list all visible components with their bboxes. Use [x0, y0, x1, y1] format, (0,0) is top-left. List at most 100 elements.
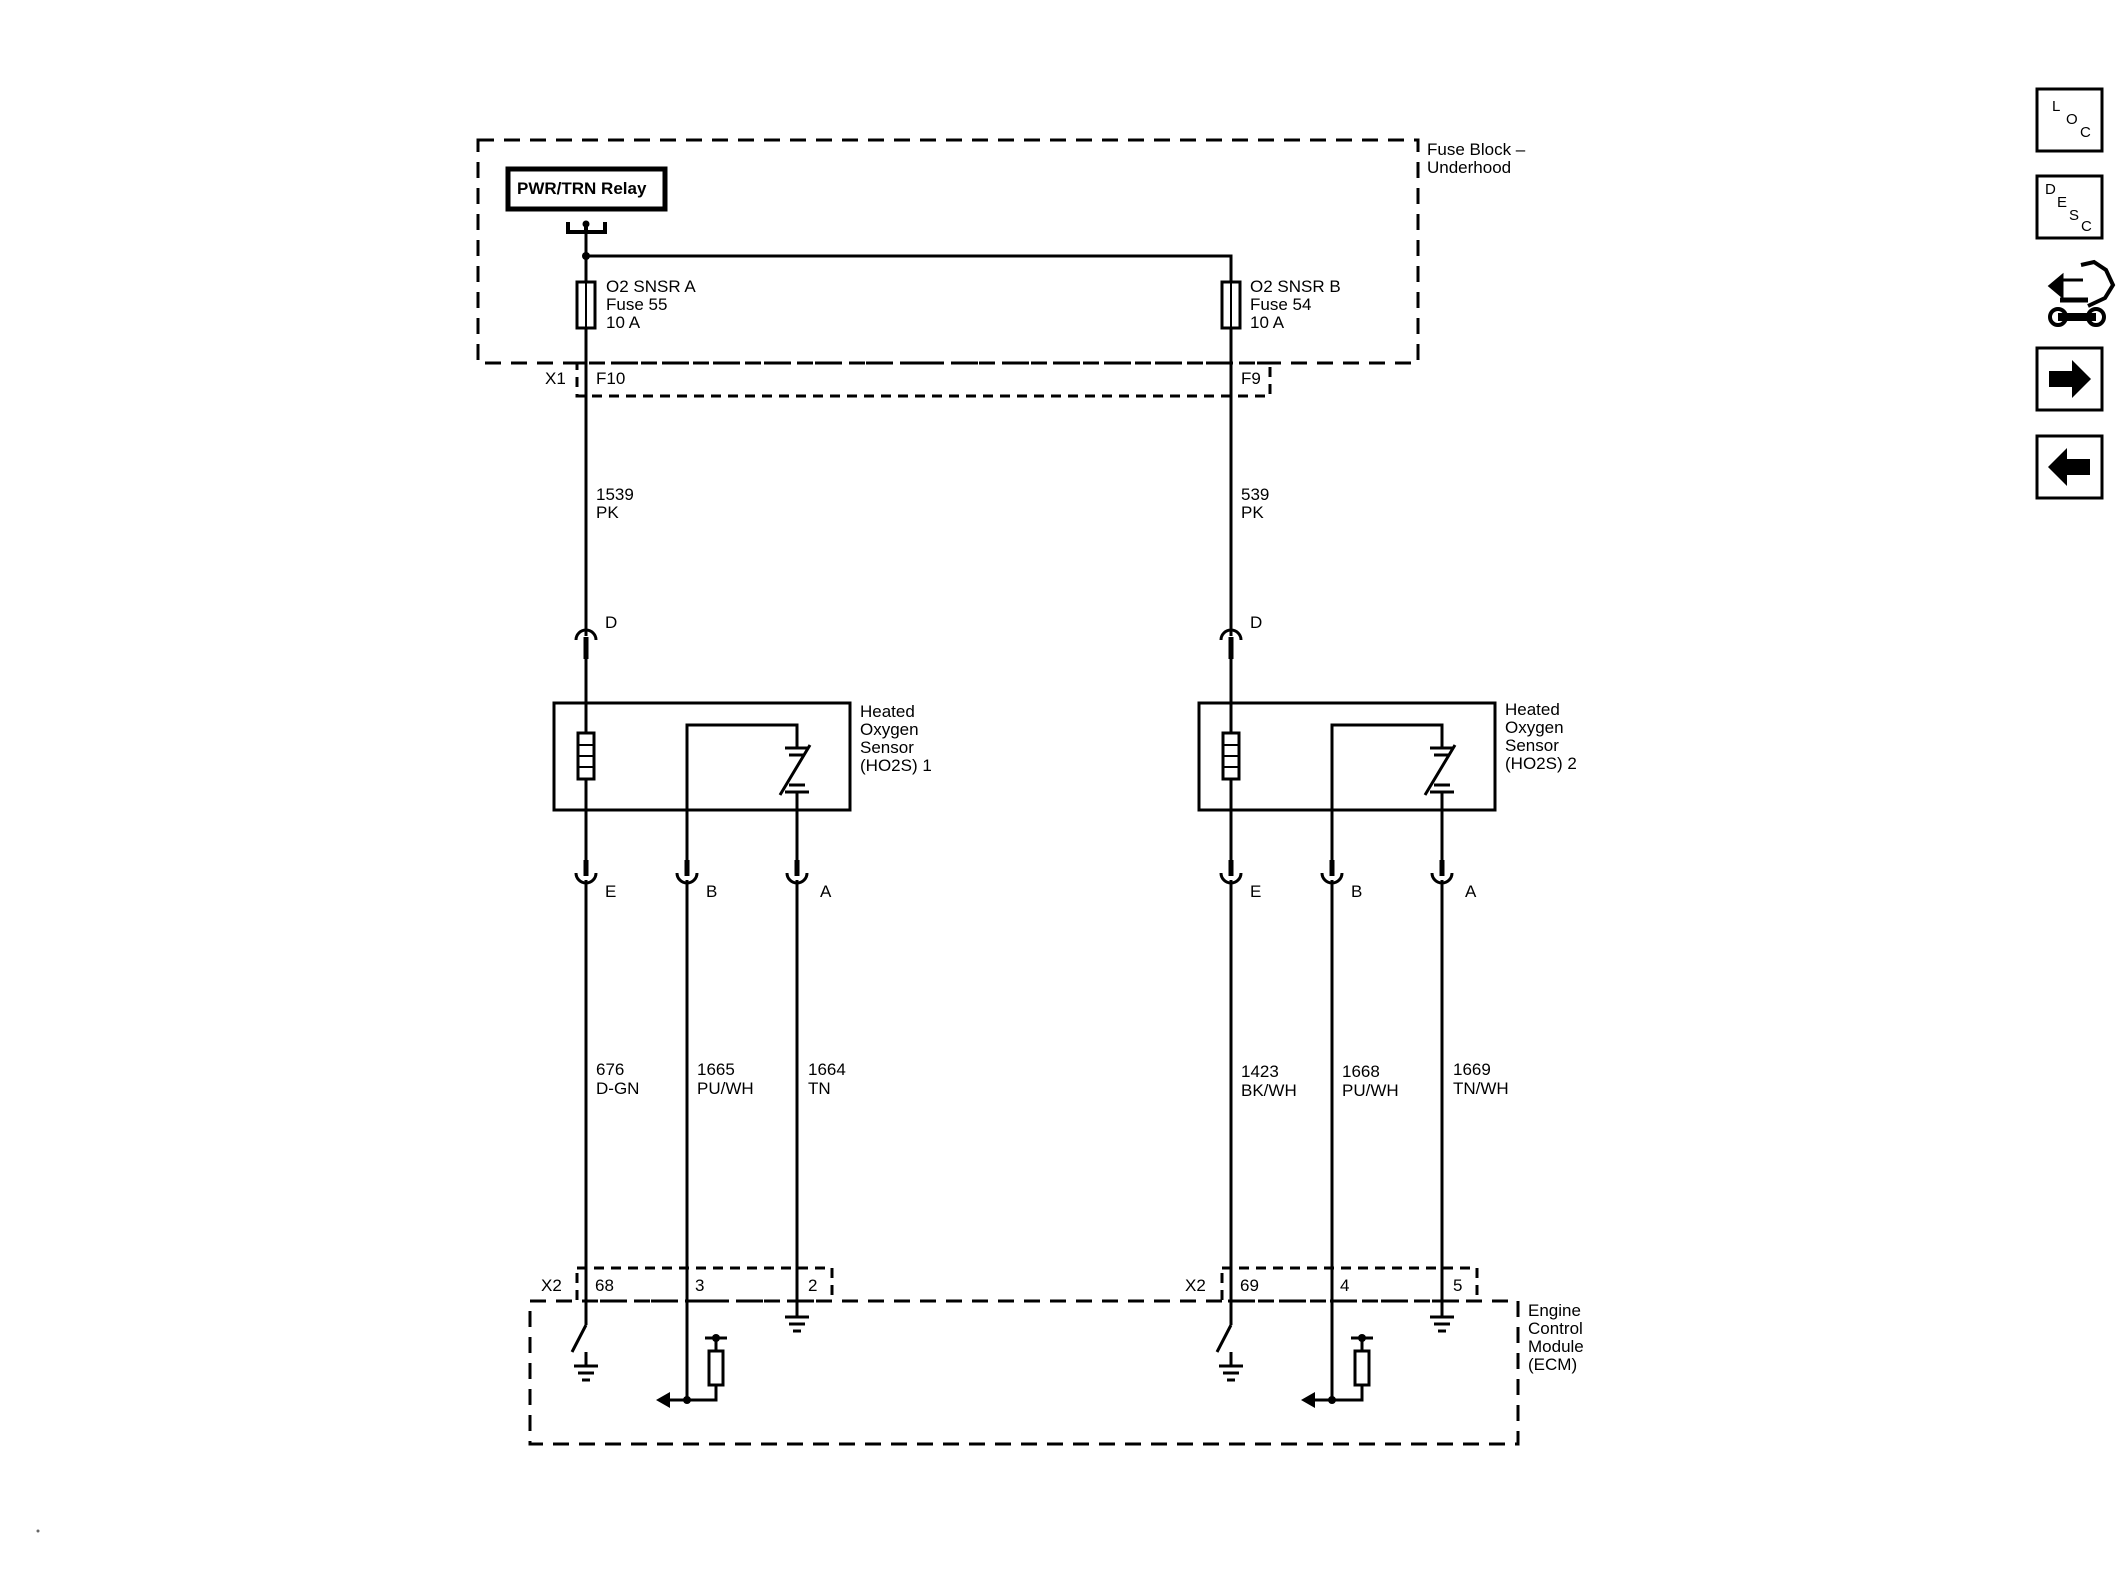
sensor1-pin-b: B: [706, 882, 717, 901]
ecm-left-pin-1: 68: [595, 1276, 614, 1295]
power-bus-wire: [584, 232, 1233, 282]
svg-text:C: C: [2080, 124, 2091, 141]
fuse-a-number: Fuse 55: [606, 295, 667, 314]
fuse-b-rating: 10 A: [1250, 313, 1285, 332]
wire-1665-circuit: 1665: [697, 1060, 735, 1079]
sensor1-element-icon: [778, 744, 812, 796]
ecm-right-ground-icon: [1219, 1364, 1243, 1382]
wire-539-color: PK: [1241, 503, 1264, 522]
sensor1-lower-connectors: [574, 860, 809, 885]
wire-1664-circuit: 1664: [808, 1060, 846, 1079]
sensor2-name-4: (HO2S) 2: [1505, 754, 1577, 773]
sensor2-name-2: Oxygen: [1505, 718, 1564, 737]
wire-676-color: D-GN: [596, 1079, 639, 1098]
sensor2-lower-connectors: [1219, 860, 1454, 885]
svg-text:O: O: [2066, 111, 2078, 128]
sensor2-element-wire: [1330, 723, 1444, 865]
connector-d-sensor2-icon: [1219, 628, 1243, 641]
ecm-right-arrow-icon: [1301, 1392, 1315, 1408]
wire-539-circuit: 539: [1241, 485, 1269, 504]
wire-676-circuit: 676: [596, 1060, 624, 1079]
wire-1539-circuit: 1539: [596, 485, 634, 504]
x2-connector-left-label: X2: [541, 1276, 562, 1295]
ecm-left-switch-icon: [570, 1324, 588, 1366]
ecm-name-2: Control: [1528, 1319, 1583, 1338]
x2-connector-right-outline: [1220, 1266, 1479, 1303]
fuse-block-title-2: Underhood: [1427, 158, 1511, 177]
ecm-right-switch-icon: [1215, 1324, 1233, 1366]
wire-1664-color: TN: [808, 1079, 831, 1098]
pwr-trn-relay-box: [505, 166, 668, 212]
ecm-right-resistor-icon: [1353, 1349, 1371, 1387]
wire-1669-color: TN/WH: [1453, 1079, 1509, 1098]
sensor2-pin-d: D: [1250, 613, 1262, 632]
wire-1668-color: PU/WH: [1342, 1081, 1399, 1100]
pwr-trn-relay-label: PWR/TRN Relay: [517, 179, 647, 198]
ecm-left-resistor-icon: [707, 1349, 725, 1387]
ecm-left-pin-3: 2: [808, 1276, 817, 1295]
fuse-a-rating: 10 A: [606, 313, 641, 332]
fuse-b-name: O2 SNSR B: [1250, 277, 1341, 296]
ecm-right-pin-3: 5: [1453, 1276, 1462, 1295]
wire-1423-color: BK/WH: [1241, 1081, 1297, 1100]
ecm-outline: [528, 1299, 1520, 1446]
connector-wrench-icon[interactable]: [2047, 259, 2116, 327]
sensor2-box: [1197, 701, 1497, 812]
wire-1669-circuit: 1669: [1453, 1060, 1491, 1079]
sensor1-element-wire: [685, 723, 799, 865]
sensor1-pin-e: E: [605, 882, 616, 901]
ecm-left-ground-icon: [574, 1364, 598, 1382]
ecm-name-1: Engine: [1528, 1301, 1581, 1320]
svg-text:D: D: [2045, 181, 2056, 198]
fuse-a-name: O2 SNSR A: [606, 277, 696, 296]
ecm-right-pin-1: 69: [1240, 1276, 1259, 1295]
terminal-f10: F10: [596, 369, 625, 388]
svg-text:L: L: [2052, 98, 2060, 115]
ecm-left-ground-icon-2: [785, 1315, 809, 1333]
fuse-block-title-1: Fuse Block –: [1427, 140, 1526, 159]
ecm-left-arrow-icon: [656, 1392, 670, 1408]
connector-d-sensor1-icon: [574, 628, 598, 641]
ecm-left-pin-2: 3: [695, 1276, 704, 1295]
wire-1423-circuit: 1423: [1241, 1062, 1279, 1081]
fuse-block-outline: [476, 138, 1420, 365]
fuse-b-number: Fuse 54: [1250, 295, 1311, 314]
sensor2-name-3: Sensor: [1505, 736, 1559, 755]
sensor1-pin-a: A: [820, 882, 832, 901]
x2-connector-right-label: X2: [1185, 1276, 1206, 1295]
ecm-name-4: (ECM): [1528, 1355, 1577, 1374]
svg-text:S: S: [2069, 207, 2079, 224]
sensor1-pin-d: D: [605, 613, 617, 632]
ecm-left-bias-wire: [670, 1385, 718, 1402]
wire-1668-circuit: 1668: [1342, 1062, 1380, 1081]
loc-button[interactable]: L O C: [2035, 87, 2104, 153]
wire-1539-color: PK: [596, 503, 619, 522]
sensor1-box: [552, 701, 852, 812]
x1-connector-label: X1: [545, 369, 566, 388]
sensor2-element-icon: [1423, 744, 1457, 796]
sensor1-name-3: Sensor: [860, 738, 914, 757]
sensor1-name-2: Oxygen: [860, 720, 919, 739]
ecm-right-bias-wire: [1315, 1385, 1364, 1402]
sensor1-name-4: (HO2S) 1: [860, 756, 932, 775]
sensor2-name-1: Heated: [1505, 700, 1560, 719]
desc-button[interactable]: D E S C: [2035, 174, 2104, 240]
x1-connector-outline: [575, 361, 1272, 398]
ecm-right-ground-icon-2: [1430, 1315, 1454, 1333]
ecm-right-pin-2: 4: [1340, 1276, 1349, 1295]
x2-connector-left-outline: [575, 1266, 834, 1303]
left-arrow-icon: [2048, 448, 2090, 486]
next-arrow-button[interactable]: [2035, 346, 2104, 412]
ecm-name-3: Module: [1528, 1337, 1584, 1356]
svg-text:E: E: [2057, 194, 2067, 211]
stray-dot: [36, 1529, 40, 1533]
svg-text:C: C: [2081, 218, 2092, 235]
prev-arrow-button[interactable]: [2035, 434, 2104, 500]
right-arrow-icon: [2049, 360, 2091, 398]
wire-1665-color: PU/WH: [697, 1079, 754, 1098]
sensor1-name-1: Heated: [860, 702, 915, 721]
sensor2-pin-e: E: [1250, 882, 1261, 901]
sensor2-pin-b: B: [1351, 882, 1362, 901]
sensor2-pin-a: A: [1465, 882, 1477, 901]
